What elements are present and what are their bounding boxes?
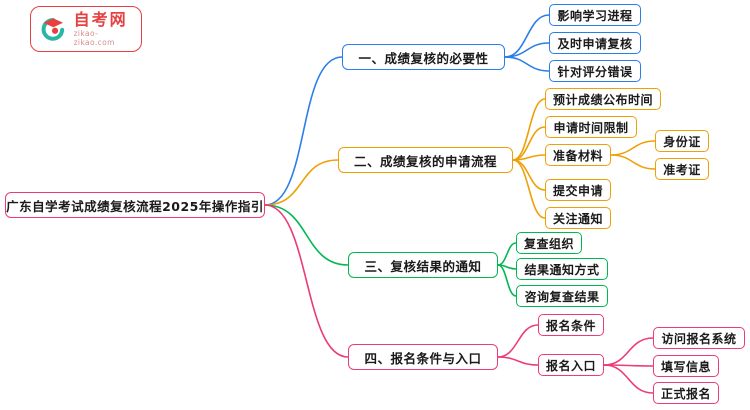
- connector: [610, 140, 656, 156]
- connector: [264, 204, 349, 358]
- leaf-node: 及时申请复核: [549, 32, 641, 54]
- connector: [504, 56, 550, 72]
- leaf-node: 准备材料: [545, 144, 611, 166]
- logo-title: 自考网: [73, 9, 128, 29]
- branch-1-topic: 一、成绩复核的必要性: [342, 44, 505, 70]
- connector: [264, 204, 349, 266]
- logo-icon: [41, 18, 65, 41]
- connector: [497, 324, 539, 358]
- connector: [497, 264, 517, 297]
- connector: [512, 98, 546, 161]
- leaf-node: 结果通知方式: [516, 258, 608, 280]
- leaf-node: 报名入口: [538, 354, 604, 376]
- leaf-node: 身份证: [655, 130, 709, 152]
- leaf-node: 访问报名系统: [653, 327, 745, 349]
- connector: [497, 356, 539, 366]
- connector: [512, 159, 546, 191]
- connector: [603, 364, 654, 394]
- leaf-node: 准考证: [655, 158, 709, 180]
- branch-4-topic: 四、报名条件与入口: [348, 344, 498, 370]
- root-node: 广东自学考试成绩复核流程2025年操作指引: [5, 192, 265, 218]
- connector: [264, 159, 339, 206]
- leaf-node: 报名条件: [538, 314, 604, 336]
- leaf-node: 正式报名: [653, 382, 719, 404]
- branch-3-topic: 三、复核结果的通知: [348, 252, 498, 278]
- connector: [497, 242, 517, 266]
- logo-text: 自考网 zikao-zikao.com: [74, 11, 132, 48]
- connector: [264, 56, 343, 206]
- leaf-node: 关注通知: [545, 207, 611, 229]
- logo-domain: zikao-zikao.com: [73, 29, 115, 48]
- connector: [603, 337, 654, 366]
- leaf-node: 影响学习进程: [549, 4, 641, 26]
- connector: [610, 154, 656, 170]
- leaf-node: 针对评分错误: [549, 60, 641, 82]
- leaf-node: 填写信息: [653, 355, 719, 377]
- leaf-node: 提交申请: [545, 179, 611, 201]
- leaf-node: 预计成绩公布时间: [545, 88, 661, 110]
- site-logo: 自考网 zikao-zikao.com: [30, 6, 142, 52]
- branch-2-topic: 二、成绩复核的申请流程: [338, 147, 513, 173]
- leaf-node: 复查组织: [516, 232, 582, 254]
- leaf-node: 申请时间限制: [545, 116, 637, 138]
- leaf-node: 咨询复查结果: [516, 285, 608, 307]
- connector: [512, 159, 546, 219]
